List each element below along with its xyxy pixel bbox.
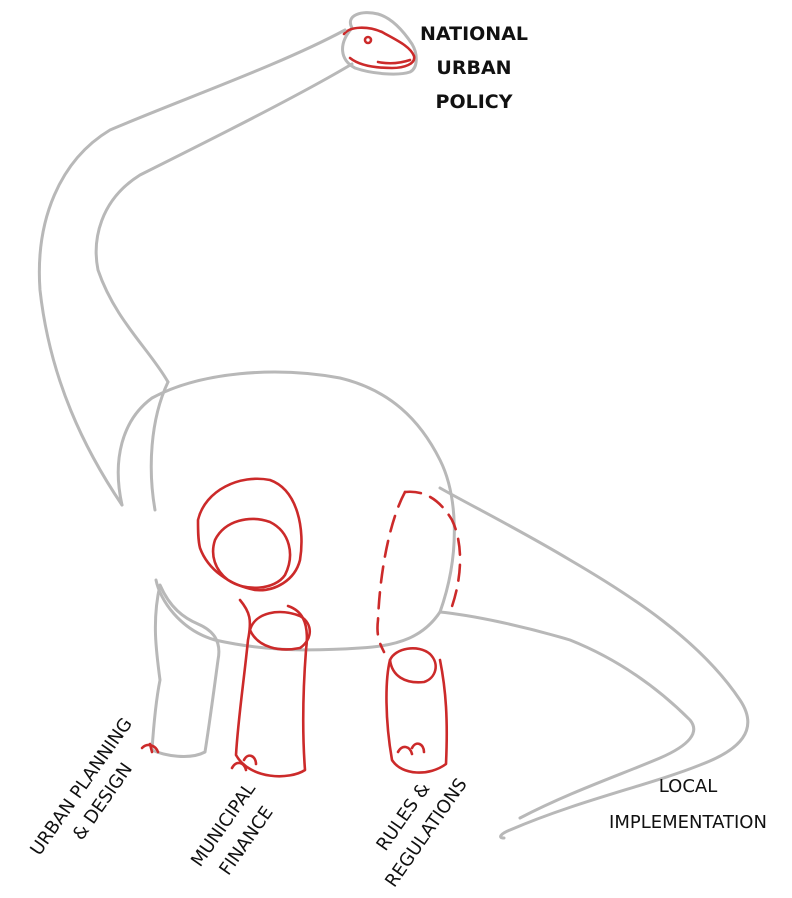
dinosaur-body — [118, 372, 454, 650]
label-implementation: IMPLEMENTATION — [609, 812, 767, 833]
middle-leg-toes — [232, 756, 256, 770]
back-leg-thigh-dashed-right — [405, 492, 460, 612]
back-leg-lower — [386, 660, 446, 773]
shoulder-curve — [151, 382, 168, 510]
label-urban: URBAN — [436, 57, 511, 79]
front-leg — [152, 585, 219, 756]
back-leg-toes — [398, 744, 424, 754]
label-local: LOCAL — [659, 776, 717, 797]
middle-leg-lower — [236, 600, 307, 776]
label-urban-planning: URBAN PLANNING & DESIGN — [26, 714, 158, 874]
label-policy: POLICY — [436, 91, 513, 113]
middle-leg-joint — [250, 612, 310, 649]
dinosaur-neck-back — [39, 30, 345, 505]
middle-leg-knee — [213, 519, 290, 588]
back-leg-joint — [390, 648, 436, 682]
dinosaur-eye — [365, 37, 371, 43]
label-municipal-finance: MUNICIPAL FINANCE — [187, 779, 283, 887]
dinosaur-mouth — [378, 60, 410, 63]
dinosaur-tail-bottom — [440, 612, 694, 818]
label-national: NATIONAL — [420, 23, 528, 45]
dinosaur-neck-front — [96, 64, 352, 382]
back-leg-thigh-dashed — [377, 492, 405, 652]
label-rules-regulations: RULES & REGULATIONS — [358, 759, 471, 892]
